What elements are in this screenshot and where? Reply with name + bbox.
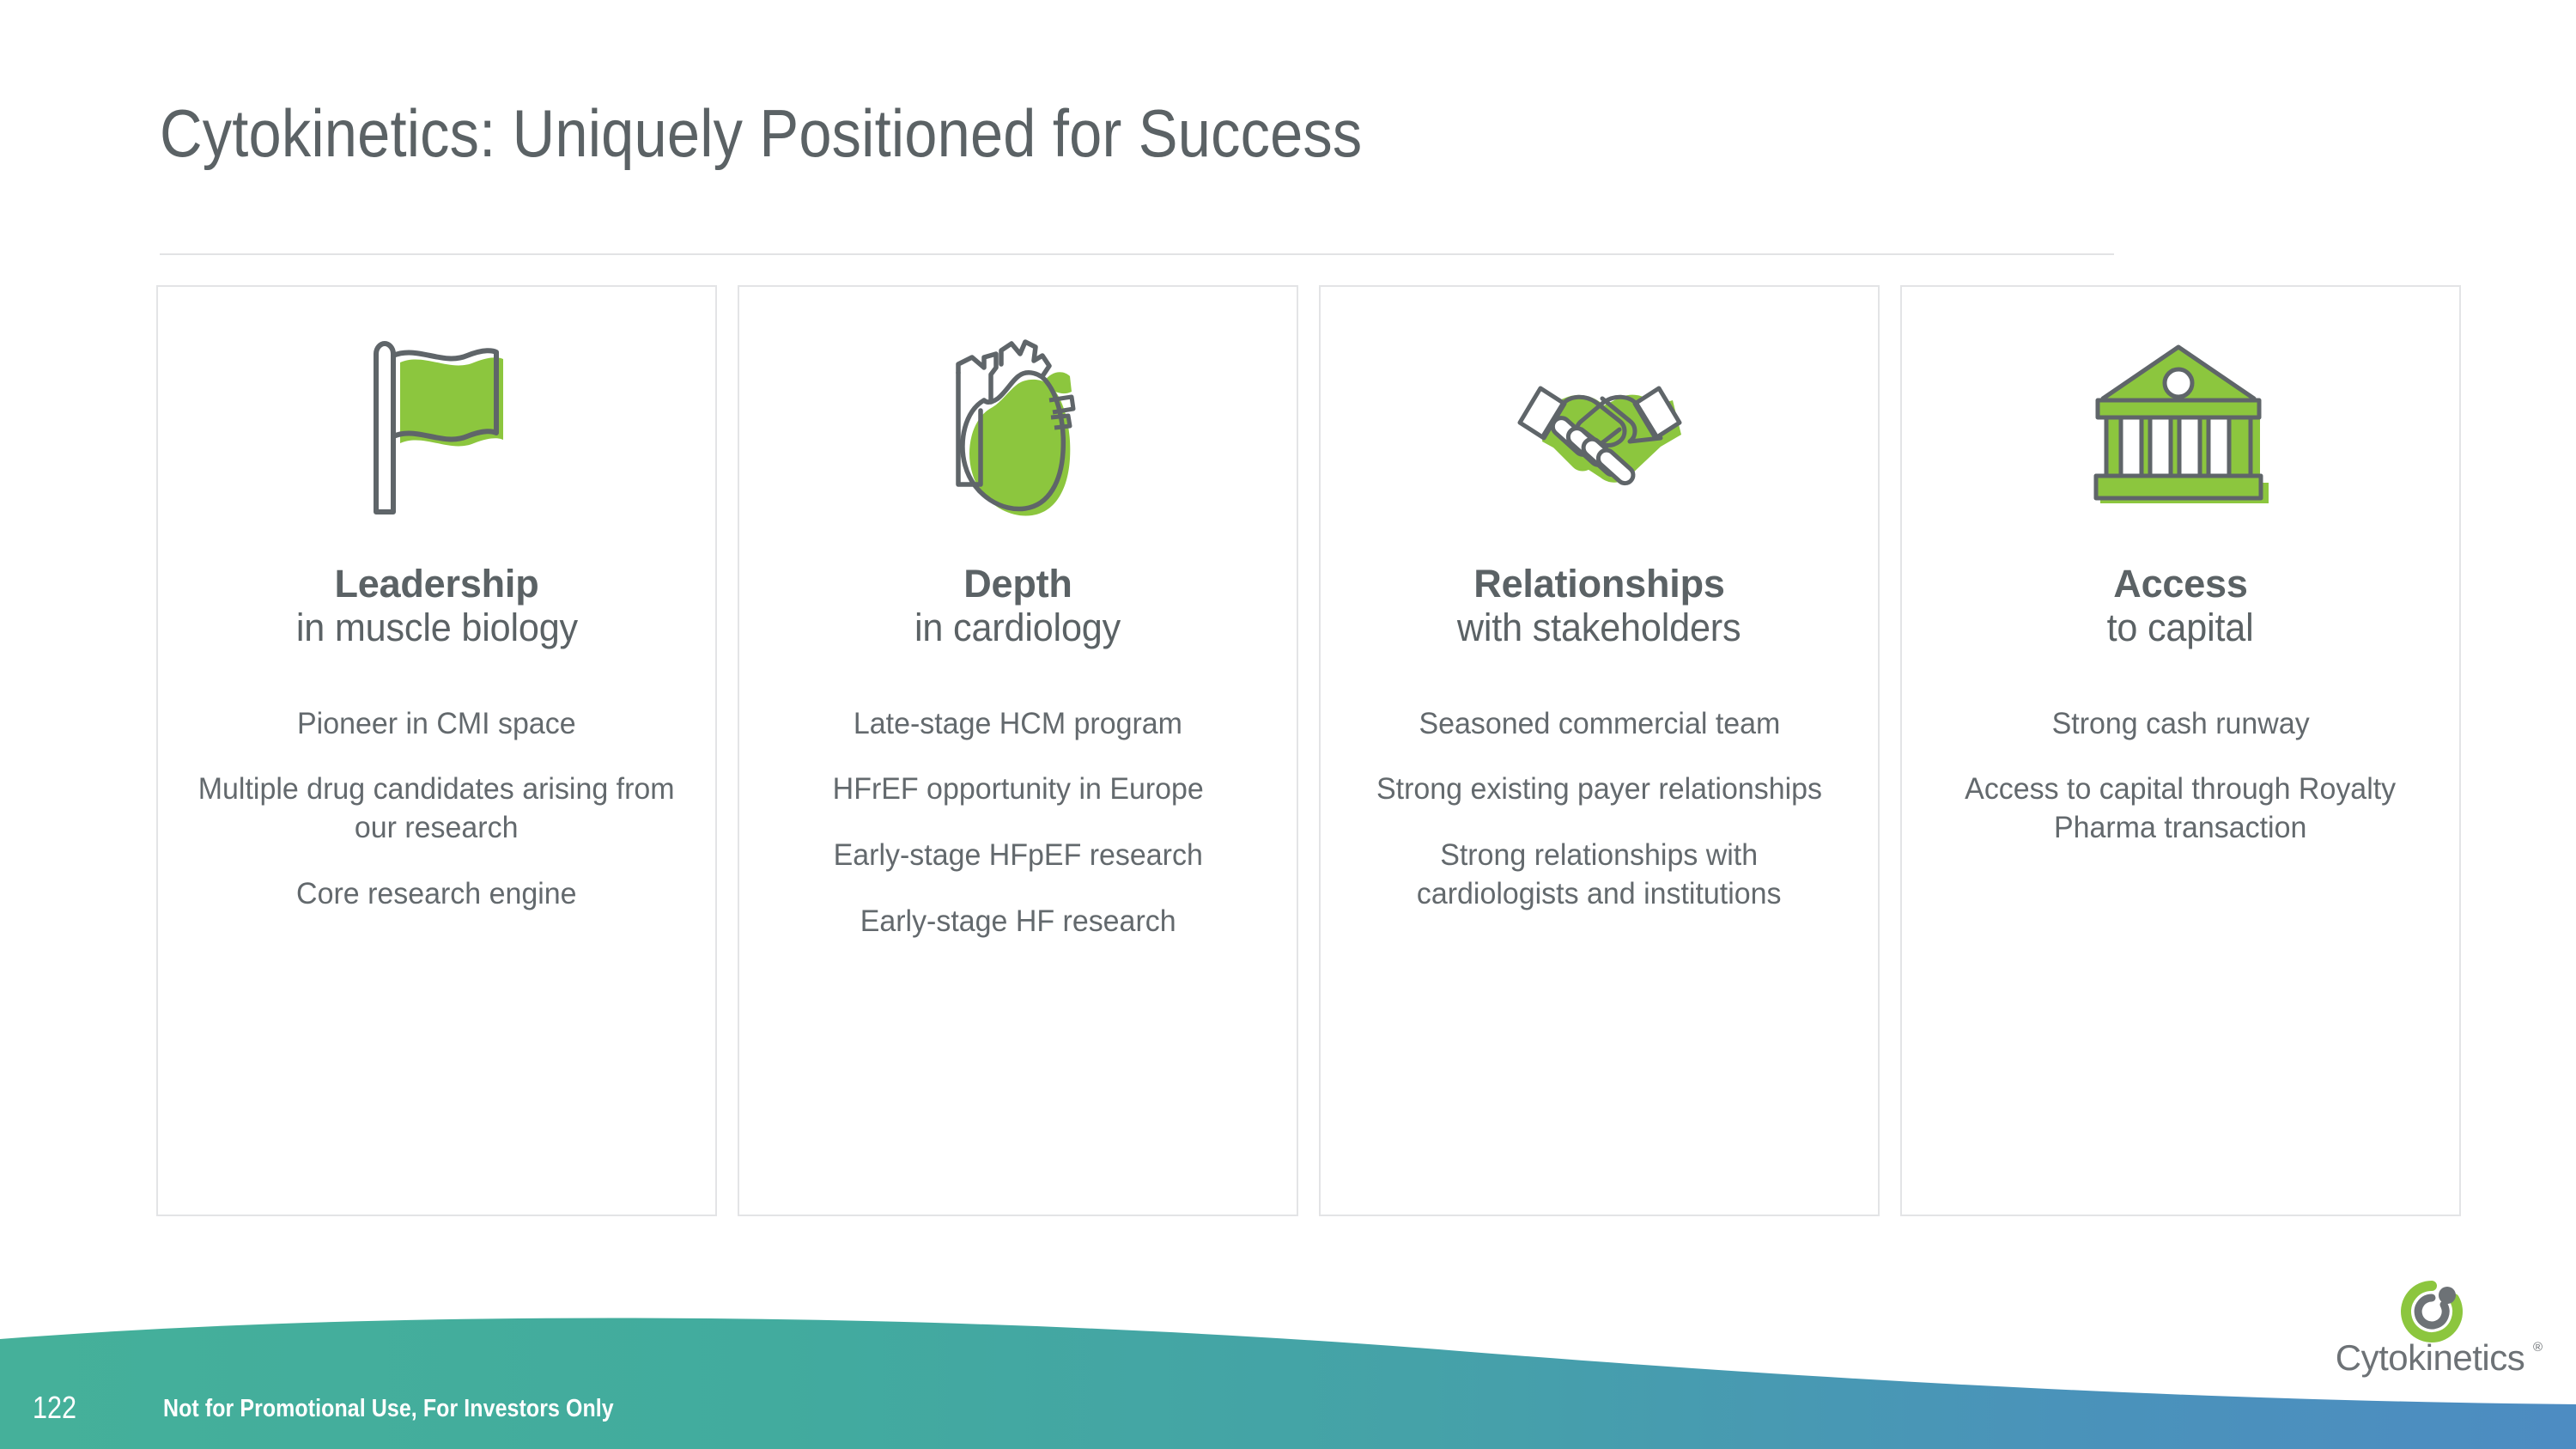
card-heading-light: with stakeholders: [1457, 606, 1741, 650]
card-bullets: Seasoned commercial team Strong existing…: [1336, 705, 1862, 914]
page-title: Cytokinetics: Uniquely Positioned for Su…: [160, 95, 1363, 171]
list-item: Late-stage HCM program: [853, 706, 1183, 740]
list-item: Access to capital through Royalty Pharma…: [1965, 772, 2397, 845]
pillar-card-depth[interactable]: Depth in cardiology Late-stage HCM progr…: [738, 285, 1298, 1216]
card-bullets: Late-stage HCM program HFrEF opportunity…: [755, 705, 1281, 941]
list-item: Early-stage HFpEF research: [833, 838, 1203, 873]
list-item: Early-stage HF research: [860, 904, 1176, 938]
list-item: Strong cash runway: [2051, 706, 2310, 740]
card-bullets: Pioneer in CMI space Multiple drug candi…: [173, 705, 700, 914]
card-heading-bold: Depth: [963, 562, 1072, 606]
title-divider: [160, 253, 2114, 255]
card-heading-bold: Access: [2113, 562, 2248, 606]
logo-trademark: ®: [2533, 1340, 2543, 1355]
card-heading: Relationships with stakeholders: [1451, 562, 1747, 650]
bank-icon: [2088, 287, 2273, 562]
logo-wordmark: Cytokinetics: [2336, 1337, 2524, 1378]
card-heading-bold: Leadership: [334, 562, 539, 606]
handshake-icon: [1501, 287, 1698, 562]
pillar-card-access[interactable]: Access to capital Strong cash runway Acc…: [1900, 285, 2461, 1216]
card-bullets: Strong cash runway Access to capital thr…: [1917, 705, 2444, 848]
card-heading-light: to capital: [2107, 606, 2254, 650]
flag-icon: [364, 287, 510, 562]
card-heading-light: in muscle biology: [295, 606, 578, 650]
list-item: Multiple drug candidates arising from ou…: [198, 772, 675, 845]
list-item: Strong relationships with cardiologists …: [1417, 838, 1782, 910]
list-item: Pioneer in CMI space: [297, 706, 576, 740]
card-heading: Depth in cardiology: [910, 562, 1125, 650]
card-heading-light: in cardiology: [914, 606, 1121, 650]
list-item: HFrEF opportunity in Europe: [832, 772, 1204, 807]
card-heading-bold: Relationships: [1473, 562, 1725, 606]
footer-wave-band: [0, 1318, 2576, 1449]
heart-icon: [943, 287, 1093, 562]
list-item: Strong existing payer relationships: [1376, 772, 1822, 807]
pillar-card-relationships[interactable]: Relationships with stakeholders Seasoned…: [1319, 285, 1880, 1216]
pillars-row: Leadership in muscle biology Pioneer in …: [156, 285, 2461, 1216]
list-item: Core research engine: [296, 876, 577, 910]
card-heading: Access to capital: [2104, 562, 2257, 650]
page-number: 122: [33, 1390, 77, 1425]
pillar-card-leadership[interactable]: Leadership in muscle biology Pioneer in …: [156, 285, 717, 1216]
card-heading: Leadership in muscle biology: [290, 562, 584, 650]
list-item: Seasoned commercial team: [1419, 706, 1780, 740]
cytokinetics-logo: Cytokinetics ®: [2336, 1281, 2543, 1378]
footer-disclaimer: Not for Promotional Use, For Investors O…: [163, 1395, 614, 1422]
